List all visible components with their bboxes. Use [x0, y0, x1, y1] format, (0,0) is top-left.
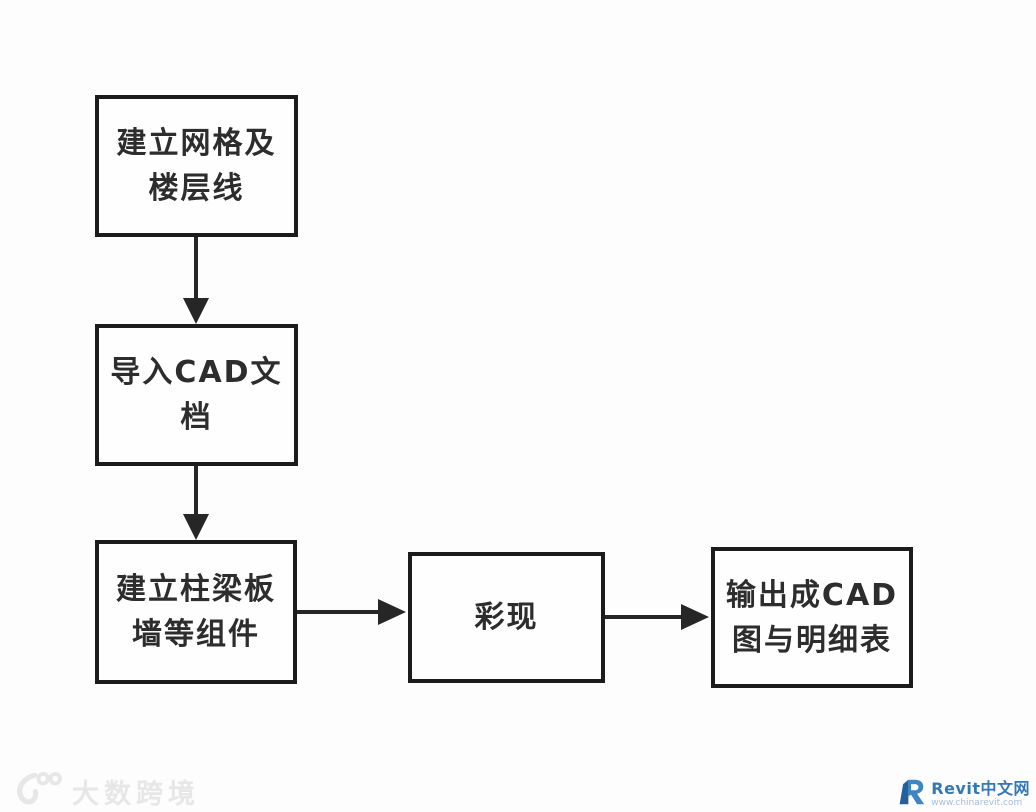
- arrow-down-head-icon: [183, 514, 209, 540]
- revit-site-url: www.chinarevit.com: [931, 798, 1023, 809]
- watermark: 大数跨境: [12, 770, 200, 812]
- revit-logo-icon: [897, 777, 925, 811]
- arrow-right-head-icon: [681, 604, 709, 630]
- flow-node-output-cad-schedules: 输出成CAD 图与明细表: [711, 547, 913, 688]
- flow-node-label: 建立柱梁板 墙等组件: [116, 572, 276, 652]
- arrow-down-head-icon: [183, 298, 209, 324]
- arrow-right-shaft-1: [297, 610, 380, 614]
- flow-node-rendering: 彩现: [408, 552, 605, 683]
- flow-node-create-grid-floor-lines: 建立网格及 楼层线: [95, 95, 298, 237]
- arrow-right-shaft-2: [605, 615, 683, 619]
- flow-node-label: 导入CAD文 档: [110, 355, 283, 435]
- flow-node-label: 建立网格及 楼层线: [116, 126, 277, 206]
- arrow-down-shaft-2: [194, 466, 198, 518]
- arrow-down-shaft-1: [194, 237, 198, 301]
- revit-site-title: Revit中文网: [931, 778, 1030, 798]
- dashu-logo-icon: [12, 770, 64, 812]
- revit-brand-text: Revit中文网 www.chinarevit.com: [931, 778, 1030, 809]
- flow-node-label: 彩现: [474, 600, 539, 635]
- revit-brand: Revit中文网 www.chinarevit.com: [897, 777, 1030, 811]
- flow-node-create-components: 建立柱梁板 墙等组件: [95, 540, 297, 684]
- watermark-text: 大数跨境: [72, 778, 200, 810]
- arrow-right-head-icon: [378, 599, 406, 625]
- flow-node-import-cad-document: 导入CAD文 档: [95, 324, 298, 466]
- flow-node-label: 输出成CAD 图与明细表: [725, 577, 899, 658]
